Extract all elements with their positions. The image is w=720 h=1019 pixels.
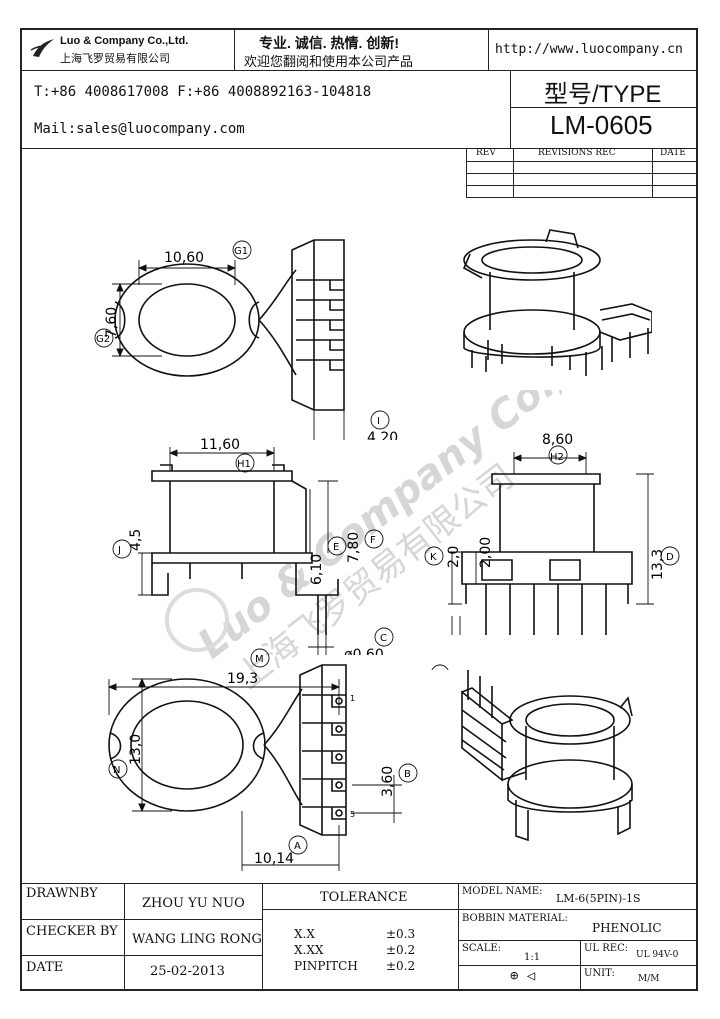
dim-h2-value: 8,60 <box>542 432 573 448</box>
drawing-sheet: Luo & Company Co.,Ltd. 上海飞罗贸易有限公司 专业. 诚信… <box>20 28 698 991</box>
slogan-line2: 欢迎您翻阅和使用本公司产品 <box>244 54 414 69</box>
dim-e-value: 6,10 <box>309 554 325 585</box>
date-label: DATE <box>26 960 64 975</box>
isometric-view-top <box>462 229 652 376</box>
top-view-drawing: G1 10,60 G2 7,60 I 4,20 <box>94 239 398 440</box>
dim-j-value: 4,5 <box>128 529 144 551</box>
mail-address[interactable]: Mail:sales@luocompany.com <box>34 121 245 137</box>
model-name-value: LM-6(5PIN)-1S <box>556 892 641 905</box>
dim-g1-value: 10,60 <box>164 250 204 266</box>
dim-d-letter: D <box>666 552 674 563</box>
dim-k-value: 2,0 <box>446 546 462 568</box>
dim-k2-value: 2,00 <box>478 537 494 568</box>
bobbin-label: BOBBIN MATERIAL: <box>462 913 568 924</box>
scale-value: 1:1 <box>524 952 541 963</box>
tol-pin-value: ±0.2 <box>386 959 416 973</box>
isometric-view-bottom <box>461 670 633 842</box>
projection-symbol-icon: ⊕ ◁ <box>510 968 536 984</box>
company-name-cn: 上海飞罗贸易有限公司 <box>60 53 170 65</box>
dim-k-letter: K <box>430 552 437 563</box>
dim-b-value: 3,60 <box>380 766 396 797</box>
dim-i-letter: I <box>377 416 380 427</box>
dim-a-value: 10,14 <box>254 851 294 867</box>
rev-header: REV <box>476 148 496 158</box>
model-number: LM-0605 <box>550 110 653 140</box>
front-view-drawing: H1 11,60 J 4,5 E 6,10 F 7,80 C ø0,60 <box>112 437 394 655</box>
dim-m-value: 19,3 <box>227 671 258 687</box>
dim-n-value: 13,0 <box>128 734 144 765</box>
dim-g2-value: 7,60 <box>104 307 120 338</box>
dim-h2-letter: H2 <box>550 452 564 463</box>
ul-value: UL 94V-0 <box>636 950 679 960</box>
dim-i-value: 4,20 <box>367 430 398 440</box>
dim-g2-letter: G2 <box>96 334 110 345</box>
slogan-line1: 专业. 诚信. 热情. 创新! <box>259 35 399 51</box>
dim-b-letter: B <box>404 769 411 780</box>
tol-xx-value: ±0.3 <box>386 927 416 941</box>
unit-label: UNIT: <box>584 968 615 979</box>
dim-c-value: ø0,60 <box>344 647 384 655</box>
dim-f-value: 7,80 <box>346 532 362 563</box>
side-view-drawing: H2 8,60 K 2,0 2,00 D 13,3 L <box>424 432 680 670</box>
drawnby-value: ZHOU YU NUO <box>142 896 245 911</box>
tol-xxx-label: X.XX <box>294 943 324 957</box>
tol-xxx-value: ±0.2 <box>386 943 416 957</box>
dim-f-letter: F <box>370 535 376 546</box>
logo-swoosh-icon <box>30 39 54 57</box>
bobbin-value: PHENOLIC <box>592 921 662 935</box>
dim-e-letter: E <box>333 542 339 553</box>
dim-m-letter: M <box>255 654 264 665</box>
dim-h1-value: 11,60 <box>200 437 240 453</box>
tolerance-label: TOLERANCE <box>320 890 408 905</box>
dim-g1-letter: G1 <box>234 246 248 257</box>
revisions-table: REV REVISIONS REC DATE <box>466 148 698 198</box>
drawnby-label: DRAWNBY <box>26 886 98 901</box>
unit-value: M/M <box>638 974 660 984</box>
type-label: 型号/TYPE <box>544 81 662 108</box>
pin-1-label: 1 <box>350 694 355 703</box>
dim-a-letter: A <box>294 841 301 852</box>
company-logo <box>30 36 56 60</box>
dim-c-letter: C <box>380 633 387 644</box>
pin-5-label: 5 <box>350 810 355 819</box>
tol-xx-label: X.X <box>294 927 315 941</box>
dim-j-letter: J <box>117 545 121 556</box>
dim-n-letter: N <box>113 765 120 776</box>
date-value: 25-02-2013 <box>150 964 225 979</box>
bottom-view-drawing: M 19,3 N 13,0 B 3,60 A 10,14 1 5 <box>107 648 418 871</box>
checker-value: WANG LING RONG <box>132 932 262 947</box>
dim-h1-letter: H1 <box>237 459 251 470</box>
scale-label: SCALE: <box>462 943 502 954</box>
tol-pin-label: PINPITCH <box>294 959 358 973</box>
ul-label: UL REC: <box>584 943 629 954</box>
revisions-rec-header: REVISIONS REC <box>538 148 616 158</box>
model-name-label: MODEL NAME: <box>462 886 543 897</box>
date-header: DATE <box>660 148 686 158</box>
checker-label: CHECKER BY <box>26 924 118 939</box>
dim-d-value: 13,3 <box>650 549 666 580</box>
website-link[interactable]: http://www.luocompany.cn <box>495 42 683 57</box>
phone-fax: T:+86 4008617008 F:+86 4008892163-104818 <box>34 84 372 100</box>
company-name-en: Luo & Company Co.,Ltd. <box>60 35 189 47</box>
